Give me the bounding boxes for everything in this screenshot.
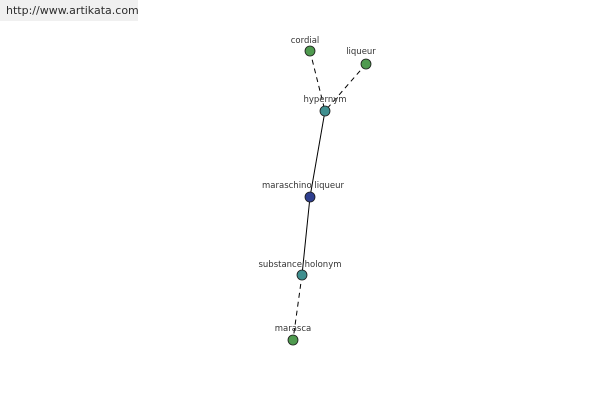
node-marasca[interactable]: marasca: [275, 324, 312, 346]
node-label-marasca: marasca: [275, 324, 312, 334]
edge-liqueur-hypernym: [324, 63, 367, 112]
edge-holonym-marasca: [292, 274, 303, 341]
node-cordial[interactable]: cordial: [291, 36, 320, 57]
node-label-maraschino: maraschino liqueur: [262, 181, 344, 191]
node-maraschino[interactable]: maraschino liqueur: [262, 181, 344, 203]
node-dot-marasca[interactable]: [287, 334, 299, 346]
node-holonym[interactable]: substance holonym: [258, 260, 342, 281]
edge-hypernym-maraschino: [309, 110, 326, 198]
node-liqueur[interactable]: liqueur: [346, 47, 376, 70]
node-hypernym[interactable]: hypernym: [303, 95, 347, 117]
graph-edges: [292, 50, 367, 341]
graph-nodes: cordial liqueur hypernym maraschino liqueur…: [258, 36, 376, 346]
watermark-url[interactable]: http://www.artikata.com: [0, 0, 139, 21]
node-dot-maraschino[interactable]: [304, 191, 316, 203]
node-label-liqueur: liqueur: [346, 47, 376, 57]
node-dot-cordial[interactable]: [304, 45, 316, 57]
edge-maraschino-holonym: [301, 196, 311, 276]
node-label-cordial: cordial: [291, 36, 320, 46]
node-dot-hypernym[interactable]: [319, 105, 331, 117]
edge-cordial-hypernym: [309, 50, 326, 112]
node-label-hypernym: hypernym: [303, 95, 346, 105]
node-dot-holonym[interactable]: [296, 269, 308, 281]
node-label-holonym: substance holonym: [258, 260, 341, 270]
node-dot-liqueur[interactable]: [360, 58, 372, 70]
